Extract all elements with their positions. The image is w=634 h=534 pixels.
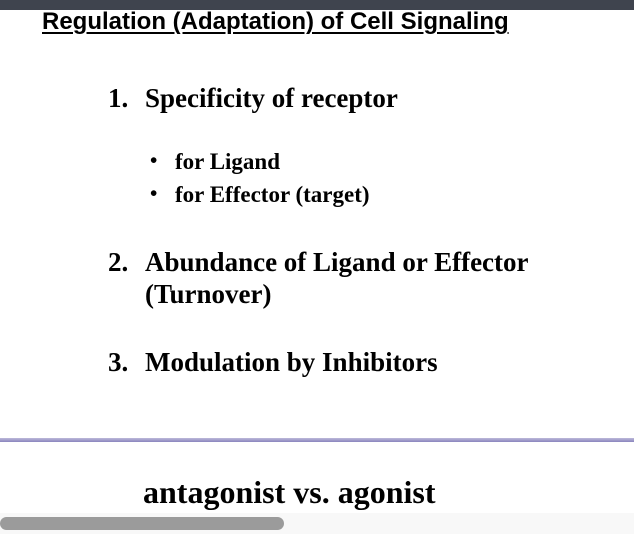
bullet-text: for Ligand	[175, 149, 281, 174]
window-top-bar	[0, 0, 634, 10]
bullet-item-2: • for Effector (target)	[150, 181, 370, 207]
list-item-text: Specificity of receptor	[145, 83, 398, 113]
slide-title: Regulation (Adaptation) of Cell Signalin…	[42, 8, 509, 35]
list-item-3: 3. Modulation by Inhibitors	[108, 349, 438, 376]
section-divider-line	[0, 438, 634, 442]
list-item-number: 1.	[108, 83, 129, 113]
bullet-icon: •	[150, 181, 158, 205]
footer-text: antagonist vs. agonist	[143, 474, 436, 510]
list-item-line: Abundance of Ligand or Effector	[145, 247, 529, 277]
list-item-text: Abundance of Ligand or Effector (Turnove…	[145, 249, 529, 308]
bullet-item-1: • for Ligand	[150, 148, 370, 174]
list-item-2: 2. Abundance of Ligand or Effector (Turn…	[108, 249, 529, 308]
horizontal-scrollbar-thumb[interactable]	[0, 517, 284, 530]
sub-bullet-list: • for Ligand • for Effector (target)	[150, 148, 370, 207]
bullet-text: for Effector (target)	[175, 182, 370, 207]
horizontal-scrollbar-track[interactable]	[0, 513, 634, 534]
list-item-line: (Turnover)	[145, 279, 272, 309]
bullet-icon: •	[150, 148, 158, 172]
list-item-number: 3.	[108, 347, 129, 377]
list-item-number: 2.	[108, 247, 129, 277]
list-item-1: 1. Specificity of receptor	[108, 85, 398, 112]
list-item-text: Modulation by Inhibitors	[145, 347, 438, 377]
